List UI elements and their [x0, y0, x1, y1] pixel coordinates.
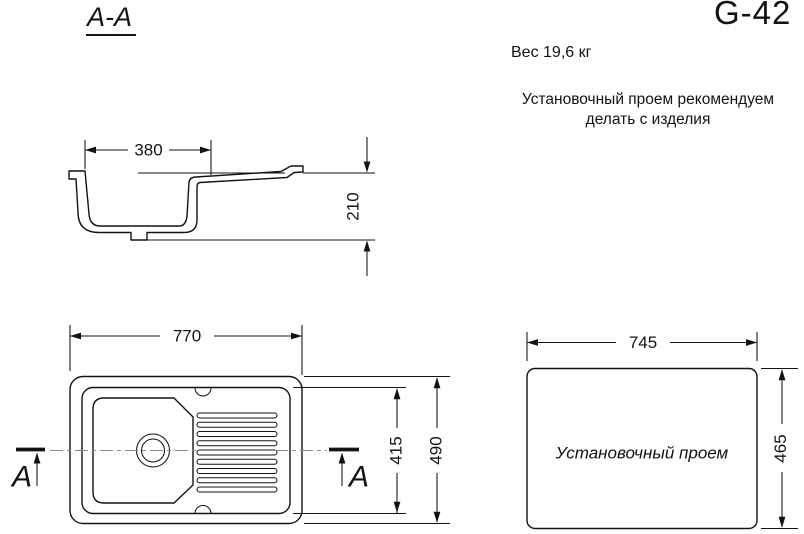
cut-marker-right: A: [329, 447, 369, 494]
cut-label-left: A: [10, 461, 32, 494]
drainboard-ribs: [196, 412, 278, 493]
dim-sink-inner-width: 415: [293, 386, 406, 515]
arrowhead-left: [85, 146, 96, 154]
rib: [196, 421, 278, 428]
dim-sink-width-value: 490: [427, 436, 446, 464]
rib: [196, 477, 278, 484]
section-view: 380 210: [68, 137, 375, 276]
opening-view: Установочный проем 745 465: [526, 332, 798, 530]
rib: [196, 458, 278, 465]
rib: [196, 467, 278, 475]
rib: [196, 486, 278, 493]
drain-inner-circle: [140, 438, 166, 463]
arrowhead-down: [433, 511, 441, 523]
installation-note-line2: делать с изделия: [585, 111, 711, 128]
dim-opening-length: 745: [526, 332, 758, 361]
arrowhead-down: [393, 501, 401, 513]
arrowhead-left: [527, 339, 538, 346]
bowl-top-transition-arc: [194, 387, 212, 397]
arrowhead-right: [200, 146, 211, 154]
sink-section-profile: [68, 165, 304, 241]
section-title: A-A: [86, 2, 137, 36]
model-title: G-42: [714, 0, 792, 31]
dim-bowl-width-value: 380: [134, 141, 162, 160]
rib: [196, 440, 278, 447]
rib: [196, 430, 278, 438]
arrowhead-down: [363, 161, 371, 173]
arrowhead-down: [778, 516, 786, 528]
dim-bowl-width: 380: [84, 140, 212, 175]
opening-label: Установочный проем: [555, 444, 729, 463]
installation-note-line1: Установочный проем рекомендуем: [521, 91, 775, 108]
arrowhead-up: [33, 452, 41, 464]
arrowhead-up: [778, 369, 786, 381]
arrowhead-right: [746, 339, 757, 346]
dim-opening-width-value: 465: [771, 434, 790, 462]
bowl-bottom-transition-arc: [194, 505, 212, 514]
dim-opening-width: 465: [761, 367, 798, 530]
weight-note: Вес 19,6 кг: [511, 44, 592, 61]
dim-sink-inner-width-value: 415: [387, 436, 406, 464]
dim-bowl-depth: 210: [344, 137, 371, 276]
rib: [196, 412, 278, 419]
arrowhead-up: [393, 388, 401, 400]
bowl-outline: [92, 397, 194, 504]
top-view: A A 770 415: [10, 325, 450, 525]
installation-note: Установочный проем рекомендуем делать с …: [496, 90, 800, 130]
arrowhead-up: [338, 452, 346, 464]
arrowhead-right: [291, 332, 302, 340]
arrowhead-up: [433, 377, 441, 389]
opening-outline: [526, 367, 758, 530]
arrowhead-left: [70, 332, 81, 340]
dim-bowl-depth-value: 210: [344, 192, 363, 220]
cut-marker-left: A: [10, 447, 45, 494]
cut-label-right: A: [347, 461, 369, 494]
dim-opening-length-value: 745: [629, 333, 657, 352]
dim-sink-length-value: 770: [173, 327, 201, 346]
dim-sink-length: 770: [69, 325, 303, 375]
dim-sink-width: 490: [304, 375, 450, 525]
arrowhead-up: [363, 240, 371, 252]
